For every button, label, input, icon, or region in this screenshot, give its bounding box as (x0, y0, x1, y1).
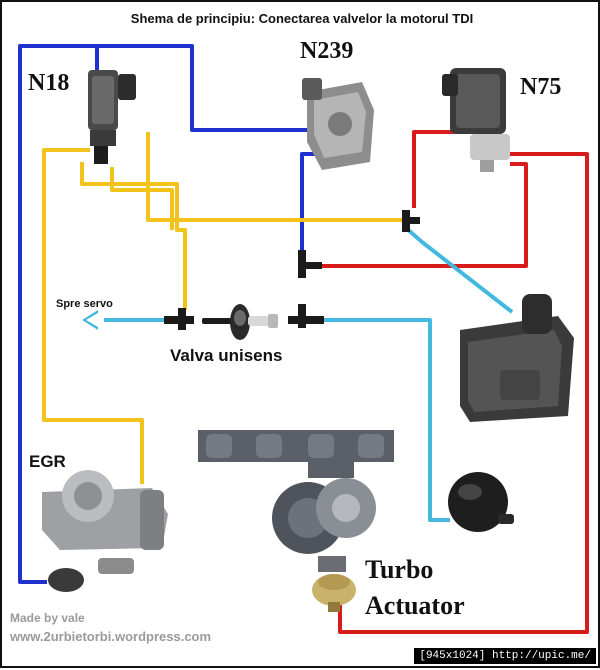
image-size-badge: [945x1024] http://upic.me/ (414, 648, 596, 664)
servo-arrow (82, 310, 98, 330)
check-valve-label: Valva unisens (170, 346, 283, 365)
website-credit: www.2urbietorbi.wordpress.com (10, 629, 212, 644)
n75-label: N75 (520, 74, 562, 100)
egr-label: EGR (29, 452, 66, 471)
n75-valve (442, 68, 510, 172)
diagram-title: Shema de principiu: Conectarea valvelor … (130, 11, 474, 26)
vacuum-reservoir (448, 472, 514, 532)
turbo-assembly (198, 430, 394, 572)
turbo-actuator-can (312, 574, 356, 612)
yellow-hoses (42, 132, 408, 484)
tee-connectors (164, 210, 420, 330)
n18-label: N18 (28, 70, 70, 96)
actuator-label: Actuator (365, 591, 465, 620)
blue-hoses (18, 44, 317, 584)
n239-valve (302, 78, 374, 170)
n18-valve (88, 70, 136, 164)
turbo-label: Turbo (365, 555, 434, 584)
check-valve (202, 304, 278, 340)
author-credit: Made by vale (10, 611, 85, 625)
servo-label: Spre servo (56, 298, 113, 310)
egr-valve (42, 470, 168, 592)
air-filter-box (460, 294, 574, 422)
n239-label: N239 (300, 38, 354, 64)
cyan-hoses (104, 226, 514, 522)
